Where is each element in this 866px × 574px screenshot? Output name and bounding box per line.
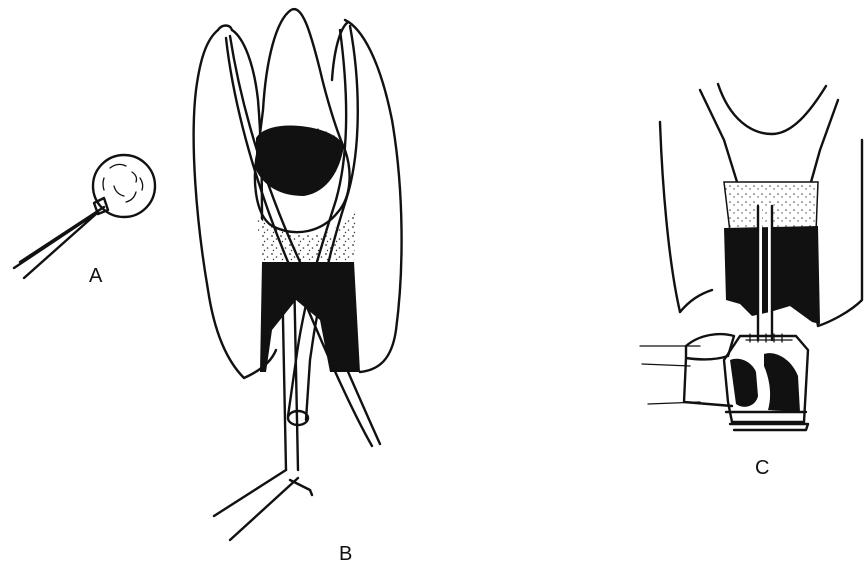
plugger-handle — [214, 470, 312, 540]
figure-a-pellet-instrument — [14, 155, 155, 278]
label-b: B — [339, 544, 352, 564]
label-a: A — [89, 266, 102, 286]
figure-c-matrix-section — [640, 84, 862, 430]
figure-b-tooth-section — [194, 9, 402, 540]
label-c: C — [755, 458, 769, 478]
